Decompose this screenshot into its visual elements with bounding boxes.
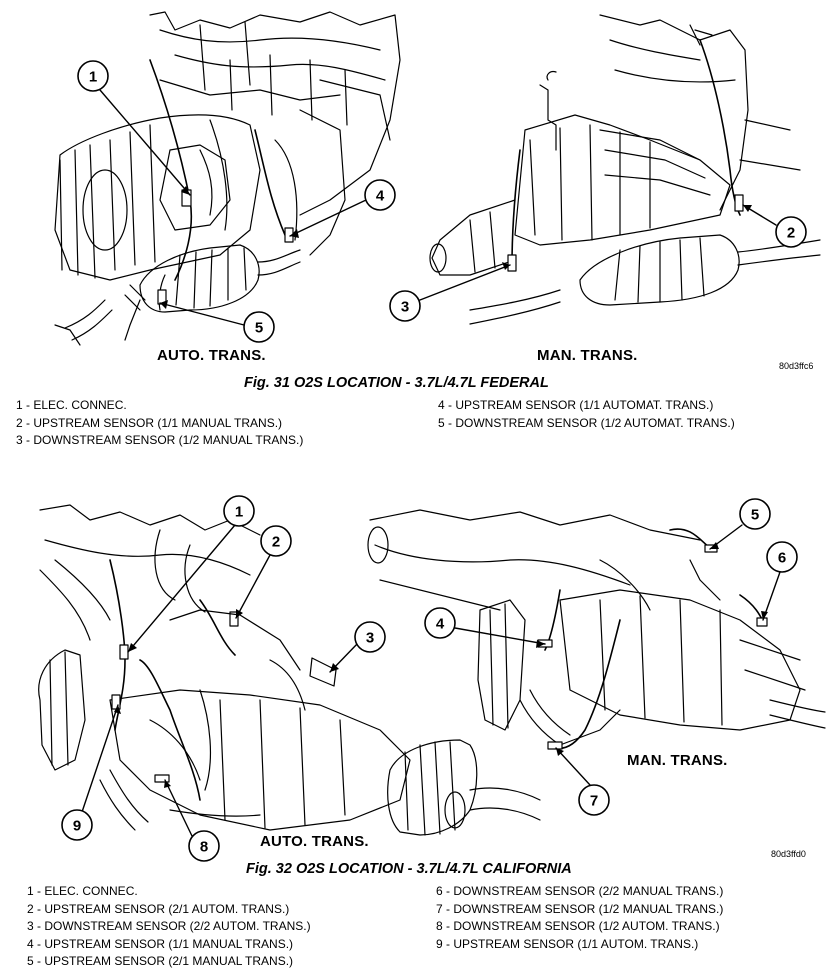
fig31-legend-item: 3 - DOWNSTREAM SENSOR (1/2 MANUAL TRANS.… bbox=[16, 433, 304, 447]
svg-text:2: 2 bbox=[787, 225, 795, 242]
fig32-callout-5: 5 bbox=[739, 498, 771, 530]
svg-text:2: 2 bbox=[272, 534, 280, 551]
fig31-image-code: 80d3ffc6 bbox=[779, 361, 814, 371]
fig32-callout-2: 2 bbox=[260, 525, 292, 557]
fig31-callout-4: 4 bbox=[364, 179, 396, 211]
fig32-auto-trans-drawing bbox=[38, 504, 541, 836]
svg-text:5: 5 bbox=[751, 507, 759, 524]
fig31-title: Fig. 31 O2S LOCATION - 3.7L/4.7L FEDERAL bbox=[244, 375, 549, 391]
fig32-callout-6: 6 bbox=[766, 541, 798, 573]
svg-text:1: 1 bbox=[235, 504, 243, 521]
fig31-callout-1: 1 bbox=[77, 60, 109, 92]
fig32-legend-item: 1 - ELEC. CONNEC. bbox=[27, 884, 138, 898]
fig31-man-trans-label: MAN. TRANS. bbox=[537, 347, 638, 364]
leader-arrows bbox=[114, 186, 768, 788]
svg-text:5: 5 bbox=[255, 320, 263, 337]
svg-text:9: 9 bbox=[73, 818, 81, 835]
fig32-callout-8: 8 bbox=[188, 830, 220, 862]
fig32-legend-item: 3 - DOWNSTREAM SENSOR (2/2 AUTOM. TRANS.… bbox=[27, 919, 311, 933]
fig32-legend-left: 1 - ELEC. CONNEC. 2 - UPSTREAM SENSOR (2… bbox=[27, 883, 311, 971]
fig31-auto-trans-label: AUTO. TRANS. bbox=[157, 347, 266, 364]
fig32-legend-item: 9 - UPSTREAM SENSOR (1/1 AUTOM. TRANS.) bbox=[436, 936, 699, 951]
fig31-legend-right: 4 - UPSTREAM SENSOR (1/1 AUTOMAT. TRANS.… bbox=[438, 397, 735, 432]
svg-text:1: 1 bbox=[89, 69, 97, 86]
fig31-callout-5: 5 bbox=[243, 311, 275, 343]
svg-text:4: 4 bbox=[436, 616, 445, 633]
fig32-image-code: 80d3ffd0 bbox=[771, 849, 806, 859]
fig31-legend-item: 2 - UPSTREAM SENSOR (1/1 MANUAL TRANS.) bbox=[16, 415, 283, 430]
fig31-man-trans-drawing bbox=[429, 14, 821, 325]
fig32-legend-item: 5 - UPSTREAM SENSOR (2/1 MANUAL TRANS.) bbox=[27, 954, 294, 968]
fig31-legend-left: 1 - ELEC. CONNEC. 2 - UPSTREAM SENSOR (1… bbox=[16, 397, 303, 450]
fig32-auto-trans-label: AUTO. TRANS. bbox=[260, 833, 369, 850]
svg-text:7: 7 bbox=[590, 793, 598, 810]
fig31-callout-3: 3 bbox=[389, 290, 421, 322]
fig32-callout-4: 4 bbox=[424, 607, 456, 639]
fig32-legend-item: 6 - DOWNSTREAM SENSOR (2/2 MANUAL TRANS.… bbox=[436, 884, 724, 898]
fig32-callout-9: 9 bbox=[61, 809, 93, 841]
svg-text:3: 3 bbox=[401, 299, 409, 316]
fig31-legend-item: 5 - DOWNSTREAM SENSOR (1/2 AUTOMAT. TRAN… bbox=[438, 415, 735, 430]
fig32-legend-item: 8 - DOWNSTREAM SENSOR (1/2 AUTOM. TRANS.… bbox=[436, 919, 720, 933]
fig32-callout-3: 3 bbox=[354, 621, 386, 653]
fig32-man-trans-label: MAN. TRANS. bbox=[627, 752, 728, 769]
svg-text:8: 8 bbox=[200, 839, 208, 856]
svg-text:4: 4 bbox=[376, 188, 385, 205]
fig32-title: Fig. 32 O2S LOCATION - 3.7L/4.7L CALIFOR… bbox=[246, 861, 572, 877]
fig32-callout-7: 7 bbox=[578, 784, 610, 816]
fig32-legend-right: 6 - DOWNSTREAM SENSOR (2/2 MANUAL TRANS.… bbox=[436, 883, 723, 953]
fig32-callout-1: 1 bbox=[223, 495, 255, 527]
svg-text:6: 6 bbox=[778, 550, 786, 567]
fig32-legend-item: 7 - DOWNSTREAM SENSOR (1/2 MANUAL TRANS.… bbox=[436, 901, 724, 916]
fig32-legend-item: 4 - UPSTREAM SENSOR (1/1 MANUAL TRANS.) bbox=[27, 936, 294, 951]
fig31-callout-2: 2 bbox=[775, 216, 807, 248]
fig31-legend-item: 4 - UPSTREAM SENSOR (1/1 AUTOMAT. TRANS.… bbox=[438, 398, 714, 412]
fig31-auto-trans-drawing bbox=[54, 11, 401, 346]
fig32-legend-item: 2 - UPSTREAM SENSOR (2/1 AUTOM. TRANS.) bbox=[27, 901, 290, 916]
fig31-legend-item: 1 - ELEC. CONNEC. bbox=[16, 398, 127, 412]
svg-text:3: 3 bbox=[366, 630, 374, 647]
fig32-man-trans-drawing bbox=[367, 509, 826, 750]
